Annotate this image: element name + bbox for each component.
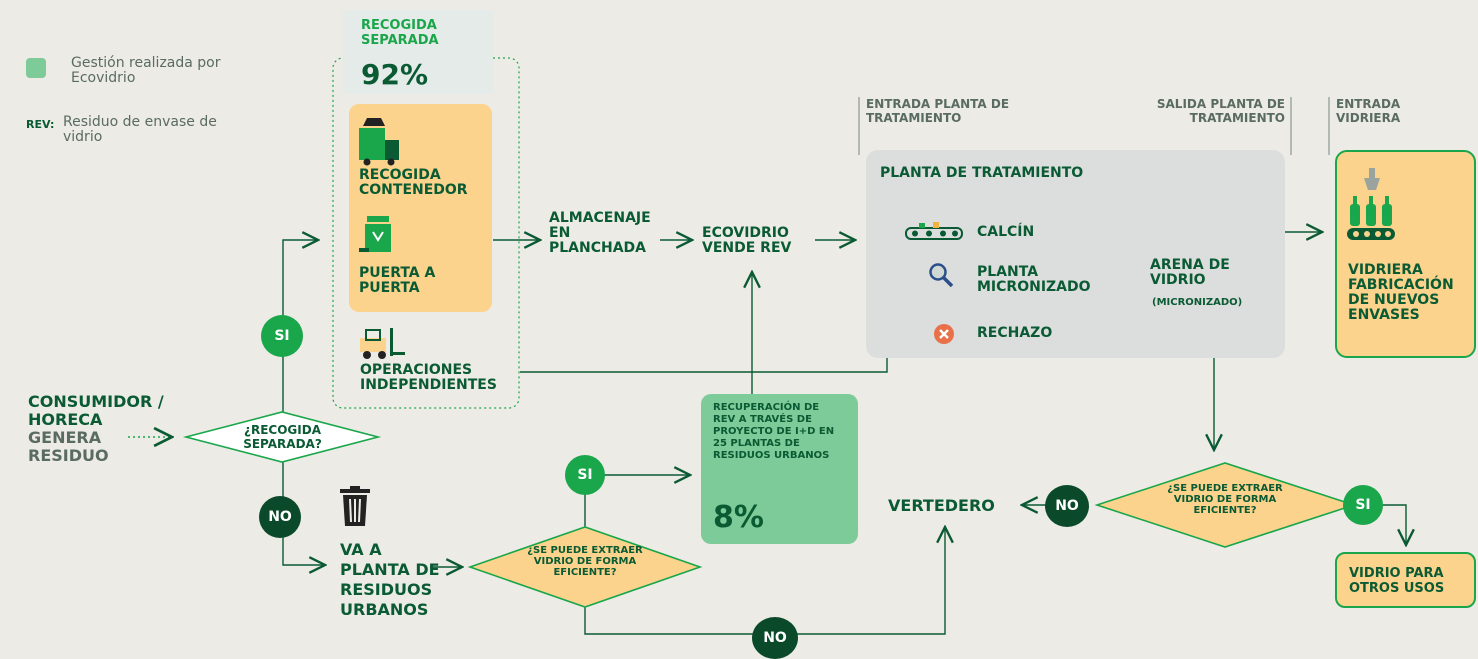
legend-managed-label: Gestión realizada por Ecovidrio bbox=[71, 55, 221, 86]
almacenaje-label: ALMACENAJE EN PLANCHADA bbox=[549, 210, 651, 256]
micronizado-label: PLANTA MICRONIZADO bbox=[977, 264, 1091, 295]
no-badge-extraer-right: NO bbox=[1045, 485, 1089, 527]
entrada-planta-header: ENTRADA PLANTA DE TRATAMIENTO bbox=[866, 97, 1010, 125]
conveyor-icon bbox=[905, 222, 963, 240]
recuperacion-text: RECUPERACIÓN DE REV A TRAVÉS DE PROYECTO… bbox=[713, 402, 835, 461]
entrada-vidriera-header: ENTRADA VIDRIERA bbox=[1336, 97, 1401, 125]
legend-rev-abbr: REV: bbox=[26, 118, 55, 131]
rechazo-label: RECHAZO bbox=[977, 325, 1053, 341]
otros-usos-label: VIDRIO PARA OTROS USOS bbox=[1349, 566, 1445, 596]
consumidor-line3: GENERA bbox=[28, 428, 102, 447]
consumidor-line4: RESIDUO bbox=[28, 446, 109, 465]
recogida-options-box: RECOGIDA CONTENEDOR PUERTA A PUERTA bbox=[349, 104, 492, 312]
no-badge-recogida: NO bbox=[259, 496, 301, 538]
recuperacion-box: RECUPERACIÓN DE REV A TRAVÉS DE PROYECTO… bbox=[701, 394, 858, 544]
contenedor-label: RECOGIDA CONTENEDOR bbox=[359, 167, 468, 198]
consumidor-line2: HORECA bbox=[28, 410, 103, 429]
vertedero-label: VERTEDERO bbox=[888, 496, 995, 515]
ecovidrio-vende-label: ECOVIDRIO VENDE REV bbox=[702, 225, 792, 256]
recogida-diamond bbox=[182, 411, 382, 463]
recogida-question: ¿RECOGIDA SEPARADA? bbox=[243, 423, 322, 451]
bin-icon bbox=[359, 216, 391, 252]
magnifier-icon bbox=[929, 263, 954, 288]
extraer-diamond-left bbox=[467, 526, 703, 608]
trash-icon bbox=[340, 486, 370, 526]
arena-sub-label: (MICRONIZADO) bbox=[1152, 297, 1243, 308]
legend-rev-def: Residuo de envase de vidrio bbox=[63, 114, 217, 145]
extraer-question-left: ¿SE PUEDE EXTRAER VIDRIO DE FORMA EFICIE… bbox=[527, 545, 643, 578]
vidriera-box: VIDRIERA FABRICACIÓN DE NUEVOS ENVASES bbox=[1335, 150, 1476, 358]
operaciones-label: OPERACIONES INDEPENDIENTES bbox=[360, 362, 497, 393]
legend-swatch bbox=[26, 58, 46, 78]
si-badge-extraer-left: SI bbox=[565, 455, 605, 495]
extraer-question-right: ¿SE PUEDE EXTRAER VIDRIO DE FORMA EFICIE… bbox=[1167, 483, 1283, 516]
consumidor-line1: CONSUMIDOR / bbox=[28, 392, 164, 411]
truck-icon bbox=[359, 118, 399, 166]
consumidor-label: CONSUMIDOR / HORECA GENERA RESIDUO bbox=[28, 393, 164, 465]
recogida-separada-pct: 92% bbox=[361, 58, 429, 91]
recogida-separada-title: RECOGIDA SEPARADA bbox=[361, 18, 439, 48]
otros-usos-box: VIDRIO PARA OTROS USOS bbox=[1335, 552, 1476, 608]
puerta-label: PUERTA A PUERTA bbox=[359, 265, 436, 296]
si-badge-extraer-right: SI bbox=[1343, 485, 1383, 525]
planta-residuos-label: VA A PLANTA DE RESIDUOS URBANOS bbox=[340, 540, 440, 619]
salida-planta-header: SALIDA PLANTA DE TRATAMIENTO bbox=[1156, 97, 1285, 125]
si-badge-recogida: SI bbox=[261, 315, 303, 357]
arena-label: ARENA DE VIDRIO bbox=[1150, 257, 1230, 288]
bottles-icon bbox=[1347, 168, 1395, 240]
planta-tratamiento-box bbox=[866, 150, 1285, 358]
recuperacion-pct: 8% bbox=[713, 500, 764, 535]
reject-icon bbox=[934, 324, 954, 344]
calcin-label: CALCÍN bbox=[977, 224, 1035, 240]
forklift-icon bbox=[360, 328, 405, 359]
planta-title: PLANTA DE TRATAMIENTO bbox=[880, 165, 1084, 181]
no-badge-extraer-left: NO bbox=[752, 617, 798, 659]
vidriera-label: VIDRIERA FABRICACIÓN DE NUEVOS ENVASES bbox=[1348, 262, 1454, 323]
recogida-separada-box: RECOGIDA SEPARADA 92% bbox=[343, 10, 493, 94]
